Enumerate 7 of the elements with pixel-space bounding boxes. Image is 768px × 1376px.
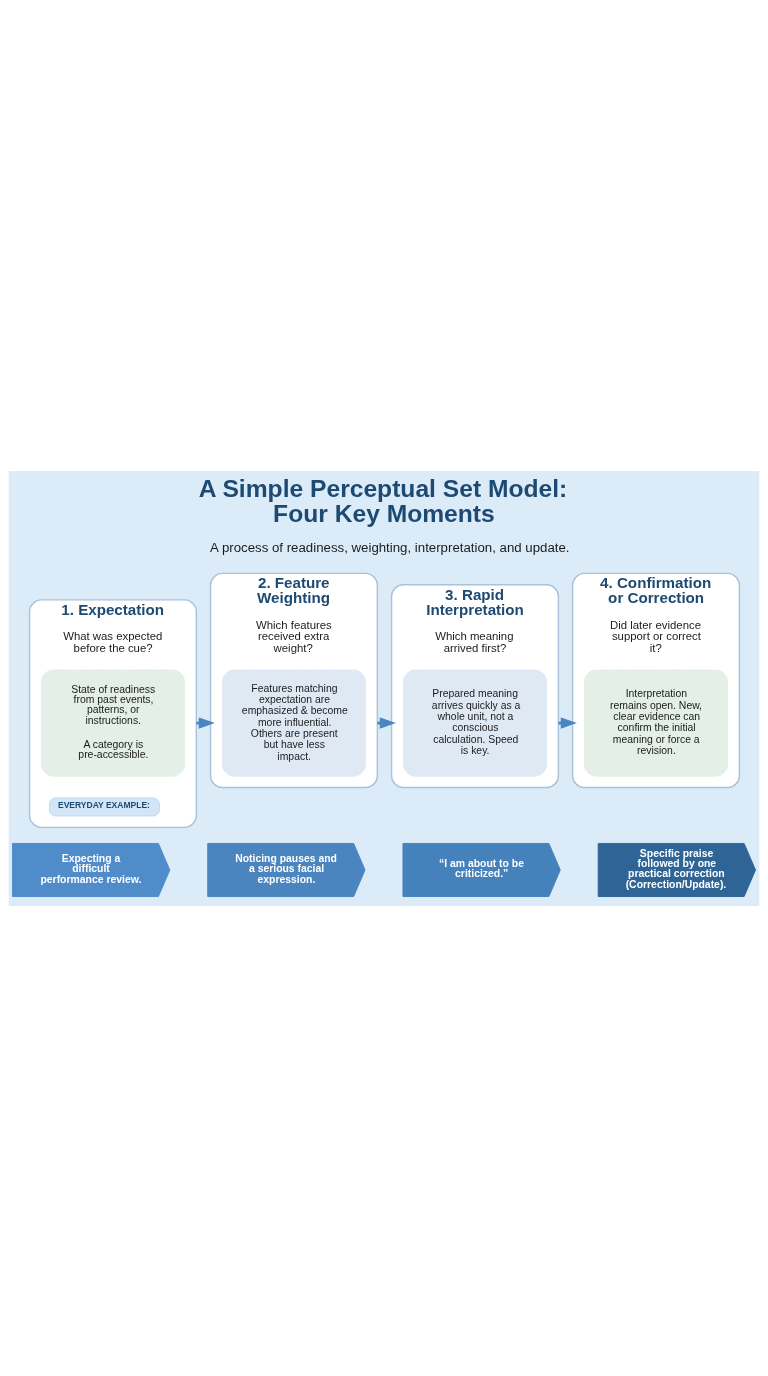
- label: A process of readiness, weighting, interpretation, and update.: [210, 539, 570, 555]
- node-box: Features matching expectation are emphasized & become more influential. Others are present but have less impact.: [221, 669, 366, 777]
- node-box: Prepared meaning arrives quickly as a whole unit, not a conscious calculation. Speed is key.: [402, 669, 547, 777]
- node-box: EVERYDAY EXAMPLE:: [49, 797, 160, 816]
- node-box: State of readiness from past events, patterns, or instructions. A category is pre-accessible.: [40, 669, 185, 777]
- node-box: Interpretation remains open. New, clear evidence can confirm the initial meaning or force a revision.: [583, 669, 729, 777]
- diagram-title: A Simple Perceptual Set Model: Four Key Moments: [198, 474, 568, 527]
